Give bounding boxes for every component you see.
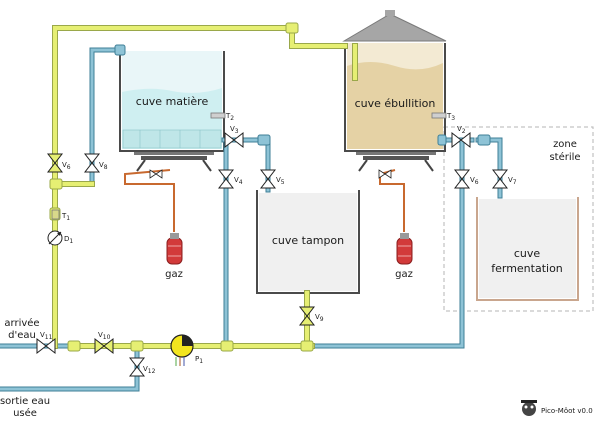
label-v5: V5	[276, 176, 285, 186]
label-gaz-right: gaz	[395, 269, 413, 280]
burner-matiere	[134, 152, 214, 172]
label-sortie-2: usée	[13, 407, 37, 419]
label-zone-1: zone	[553, 139, 577, 150]
label-v10: V10	[98, 331, 111, 341]
label-cuve-fermentation-2: fermentation	[491, 262, 563, 275]
tank-matiere	[119, 51, 225, 152]
label-t2: T2	[225, 112, 234, 122]
valve-v4[interactable]	[217, 169, 235, 189]
label-v4: V4	[234, 176, 243, 186]
label-v12: V12	[143, 365, 156, 375]
sterile-zone	[443, 126, 594, 312]
burner-ebullition	[356, 152, 436, 172]
label-cuve-fermentation-1: cuve	[514, 247, 541, 260]
logo-icon	[521, 400, 537, 416]
valve-v3[interactable]	[224, 131, 244, 149]
gas-bottle-right	[396, 233, 413, 265]
label-t3: T3	[446, 112, 455, 122]
tank-fermentation	[476, 197, 579, 301]
sensor-t1	[51, 209, 60, 220]
label-v6: V6	[62, 161, 71, 171]
gas-valve-left[interactable]	[149, 169, 163, 179]
water-fittings	[114, 44, 491, 146]
label-p1: P1	[195, 355, 203, 365]
valve-v11[interactable]	[36, 337, 56, 355]
flowmeter-d1	[47, 230, 63, 246]
gas-pipes	[124, 169, 405, 232]
gas-bottle-left	[166, 233, 183, 265]
label-v8: V8	[99, 161, 108, 171]
valve-v10[interactable]	[94, 337, 114, 355]
valve-v5[interactable]	[259, 169, 277, 189]
sensor-t3	[431, 112, 447, 119]
tank-ebullition	[342, 10, 447, 152]
valve-v7[interactable]	[491, 169, 509, 189]
label-gaz-left: gaz	[165, 269, 183, 280]
gas-valve-right[interactable]	[378, 169, 392, 179]
label-d1: D1	[64, 235, 73, 245]
sensor-t2	[210, 112, 226, 119]
label-cuve-ebullition: cuve ébullition	[355, 97, 436, 110]
label-cuve-matiere: cuve matière	[136, 95, 209, 108]
label-v2: V2	[457, 125, 466, 135]
label-v6-zone: V6	[470, 176, 479, 186]
footer-logo-text: Pico-Môot v0.0	[541, 407, 593, 415]
label-arrivee-1: arrivée	[4, 317, 39, 329]
pump-p1[interactable]	[170, 334, 194, 366]
valve-v6[interactable]	[46, 153, 64, 173]
label-zone-2: stérile	[549, 151, 580, 163]
label-v9: V9	[315, 313, 324, 323]
valve-v9[interactable]	[298, 306, 316, 326]
valve-v12[interactable]	[128, 357, 146, 377]
label-arrivee-2: d'eau	[8, 330, 36, 341]
valve-v2[interactable]	[451, 131, 471, 149]
valve-v8[interactable]	[83, 153, 101, 173]
valve-v6-zone[interactable]	[453, 169, 471, 189]
label-v7: V7	[508, 176, 517, 186]
label-v3: V3	[230, 125, 239, 135]
label-cuve-tampon: cuve tampon	[272, 234, 344, 247]
label-sortie-1: sortie eau	[0, 396, 50, 407]
label-v11: V11	[40, 331, 53, 341]
label-t1: T1	[61, 212, 70, 222]
